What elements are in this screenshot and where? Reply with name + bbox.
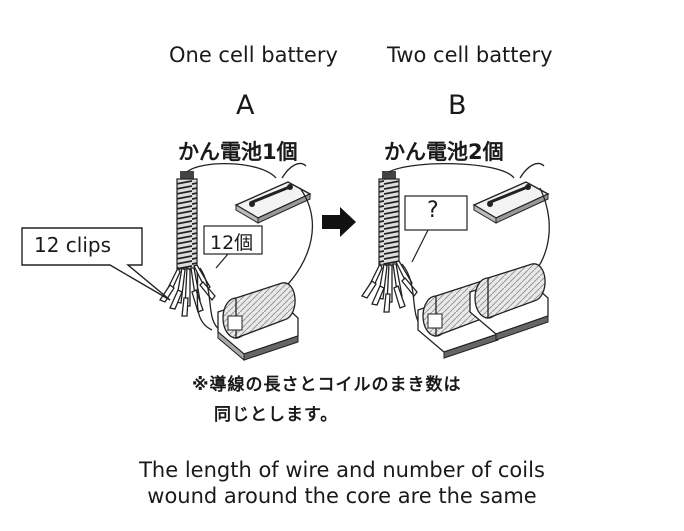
left-header: One cell battery (169, 43, 338, 67)
left-jp-label: かん電池1個 (178, 140, 298, 164)
clips-cluster-b (361, 260, 418, 313)
battery-b-cell-2 (469, 263, 549, 341)
clips-cluster-a (159, 264, 216, 317)
count-box-a (203, 225, 263, 255)
count-box-b (404, 195, 468, 231)
battery-a (217, 282, 299, 362)
arrow-right-icon (322, 207, 356, 237)
core-cap-a (180, 171, 194, 179)
clips-callout-label: 12 clips (34, 233, 112, 257)
right-header: Two cell battery (387, 43, 553, 67)
right-count-label: ? (427, 198, 439, 223)
switch-board-b (472, 181, 550, 224)
letter-b: B (448, 90, 467, 121)
coil-b (378, 178, 400, 266)
switch-board-a (234, 181, 312, 224)
coil-a (176, 178, 198, 270)
letter-a: A (236, 90, 255, 121)
note-jp-line1: ※導線の長さとコイルのまき数は (192, 375, 462, 395)
note-en-line2: wound around the core are the same (147, 484, 537, 508)
left-count-label: 12個 (210, 232, 254, 254)
note-en-line1: The length of wire and number of coils (139, 458, 545, 482)
clips-callout-shape (21, 227, 171, 301)
apparatus-a (21, 162, 314, 362)
right-jp-label: かん電池2個 (384, 140, 504, 164)
apparatus-b (361, 162, 550, 359)
note-jp-line2: 同じとします。 (214, 405, 339, 425)
